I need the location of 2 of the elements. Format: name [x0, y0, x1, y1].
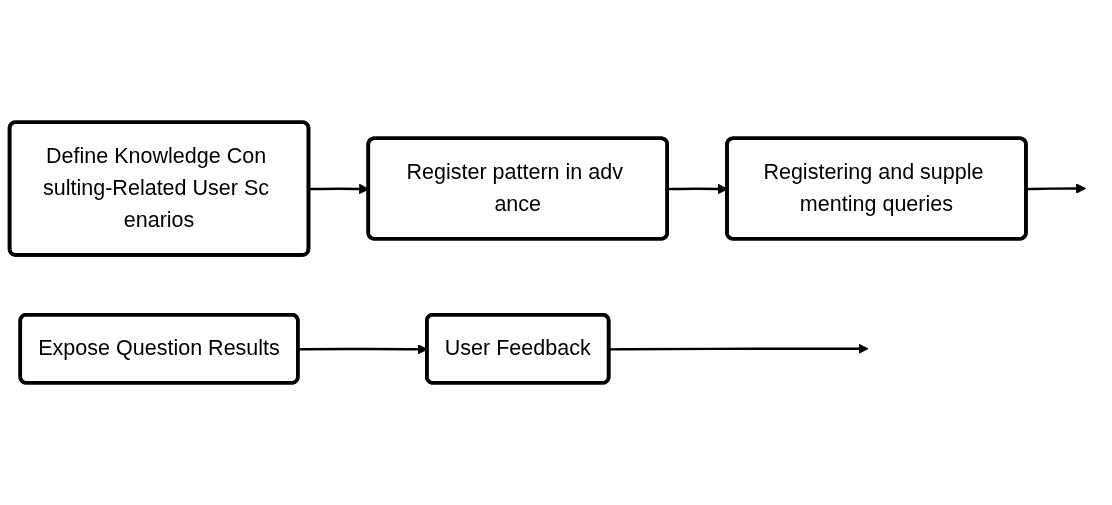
arrow [609, 343, 869, 354]
arrow [1026, 183, 1087, 194]
